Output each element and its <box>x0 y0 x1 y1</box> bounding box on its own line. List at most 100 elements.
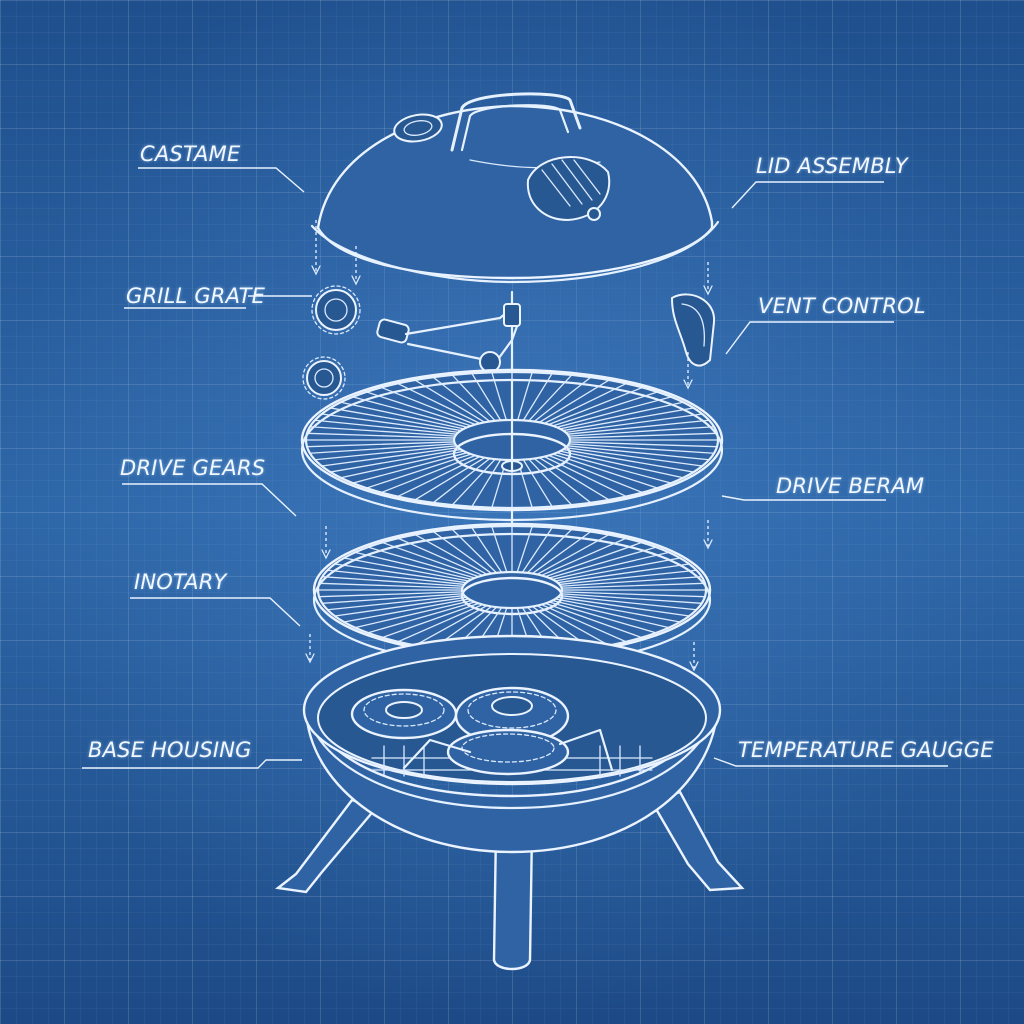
grate-spoke <box>367 601 476 634</box>
grate-spoke <box>548 386 644 426</box>
grate-spoke <box>329 407 462 432</box>
grate-spoke <box>432 376 491 423</box>
grate-spoke <box>552 391 659 427</box>
grate-spoke <box>365 391 472 427</box>
grate-spoke <box>340 450 465 479</box>
grate-spoke <box>554 598 681 623</box>
grate-spoke <box>321 413 460 433</box>
grate-spoke <box>540 537 627 577</box>
grate-spoke <box>329 448 462 473</box>
callout-drive-gears: DRIVE GEARS <box>120 456 266 480</box>
grate-spoke <box>321 593 464 604</box>
grate-spoke <box>562 448 695 473</box>
grate-spoke <box>309 443 456 454</box>
grate-spoke <box>326 569 466 586</box>
grate-spoke <box>367 546 476 579</box>
grate-spoke <box>380 454 476 494</box>
vent-damper <box>526 156 611 222</box>
callout-temperature-gauge: TEMPERATURE GAUGGE <box>738 738 994 762</box>
vent-control-part <box>670 293 716 367</box>
drive-gear-large-right <box>454 686 570 746</box>
grate-spoke <box>321 576 464 587</box>
grate-spoke <box>451 374 496 422</box>
grate-spoke <box>414 379 486 424</box>
grate-spoke <box>561 591 706 598</box>
callout-drive-beram: DRIVE BERAM <box>776 474 925 498</box>
callout-grill-grate: GRILL GRATE <box>126 284 266 308</box>
leader-lines <box>82 167 948 769</box>
grate-spoke <box>414 456 486 501</box>
callout-lid-assembly: LID ASSEMBLY <box>756 154 908 178</box>
base-housing <box>275 634 745 971</box>
drive-gear-large-left <box>350 688 458 740</box>
grate-spoke <box>569 441 718 448</box>
grate-spoke <box>354 551 473 581</box>
grate-spoke <box>354 599 473 629</box>
grate-spoke <box>318 582 463 589</box>
grate-spoke <box>471 458 502 508</box>
grate-spoke <box>321 447 460 467</box>
grate-spoke <box>526 528 573 574</box>
grate-spoke <box>432 530 493 575</box>
grate-hub <box>460 570 564 610</box>
grate-spoke <box>314 419 458 435</box>
gear-bracket <box>402 728 614 772</box>
grate-spoke <box>533 457 592 504</box>
callout-inotary: INOTARY <box>134 570 227 594</box>
grate-spoke <box>564 447 703 467</box>
grate-spoke <box>414 533 488 576</box>
grate-spoke <box>309 426 456 437</box>
grate-spoke <box>559 450 684 479</box>
grate-spoke <box>396 455 481 498</box>
grate-spoke <box>557 596 690 617</box>
grate-spoke <box>397 537 484 577</box>
grate-spoke <box>548 601 657 634</box>
grate-spoke <box>491 525 508 573</box>
grate-spoke <box>414 604 488 647</box>
callout-castame: CASTAME <box>140 142 241 166</box>
grate-spoke <box>548 546 657 579</box>
grate-spoke <box>562 407 695 432</box>
grate-spoke <box>365 453 472 489</box>
grill-grate-lower <box>312 522 712 668</box>
shaft-collar <box>501 378 523 472</box>
grate-spoke <box>381 541 480 578</box>
grate-spoke <box>558 594 698 611</box>
grate-spoke <box>471 372 502 422</box>
grate-spoke <box>318 591 463 598</box>
small-gear-upper <box>311 285 361 335</box>
grate-spoke <box>306 432 455 439</box>
grate-spoke <box>396 382 481 425</box>
grate-spoke <box>564 413 703 433</box>
grate-spoke <box>314 445 458 461</box>
grate-spoke <box>334 596 467 617</box>
grate-spoke <box>551 551 670 581</box>
grate-spoke <box>451 458 496 506</box>
grate-spoke <box>544 541 643 578</box>
grate-spoke <box>561 582 706 589</box>
grate-spoke <box>340 401 465 430</box>
grate-spoke <box>538 456 610 501</box>
grate-spoke <box>397 603 484 643</box>
drive-gear-lower <box>446 728 570 776</box>
grate-spoke <box>343 598 470 623</box>
grate-spoke <box>566 419 710 435</box>
grate-spoke <box>352 396 468 428</box>
alignment-arrows <box>305 220 713 672</box>
drive-linkage <box>376 303 522 373</box>
grate-spoke <box>540 603 627 643</box>
grate-spoke <box>531 530 592 575</box>
grate-spoke <box>556 452 672 484</box>
callout-base-housing: BASE HOUSING <box>88 738 252 762</box>
grate-spoke <box>522 372 553 422</box>
grate-spoke <box>352 452 468 484</box>
grate-spoke <box>521 526 553 574</box>
grate-spoke <box>552 453 659 489</box>
grate-spoke <box>306 441 455 448</box>
grate-spoke <box>543 382 628 425</box>
grate-spoke <box>560 576 703 587</box>
grate-spoke <box>516 525 533 573</box>
grate-spoke <box>380 386 476 426</box>
